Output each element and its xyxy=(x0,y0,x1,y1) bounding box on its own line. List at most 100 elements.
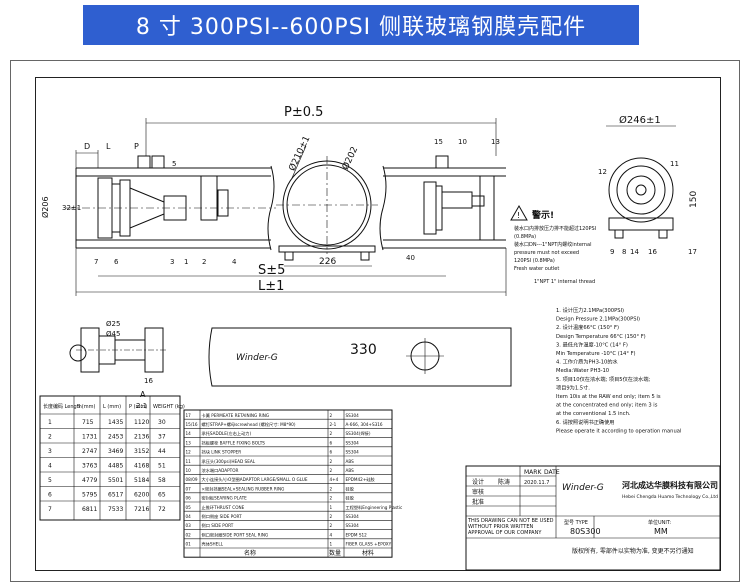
spec-line: Please operate it according to operation… xyxy=(556,428,681,434)
dim-table-cell: 58 xyxy=(158,477,166,484)
parts-cell: SS304 xyxy=(346,514,360,519)
parts-cell: 13 xyxy=(186,440,192,445)
callout-7: 7 xyxy=(94,258,98,266)
spec-line: Media:Water PH3-10 xyxy=(556,368,609,374)
dim-table-cell: 6 xyxy=(48,492,52,499)
dim-dia210: Ø210±1 xyxy=(287,134,313,173)
dim-table-header: S (mm) xyxy=(77,404,95,410)
drawing-notice: THIS DRAWING CAN NOT BE USED WITHOUT PRI… xyxy=(468,518,554,536)
dim-150: 150 xyxy=(689,191,699,208)
dim-table-cell: 65 xyxy=(158,492,166,499)
detail-scale: 2:1 xyxy=(136,402,147,410)
parts-cell: 密封板SEARING PLATE xyxy=(202,495,248,502)
parts-cell: 03 xyxy=(186,523,192,528)
parts-cell: 止推环THRUST CONE xyxy=(202,504,245,511)
parts-footer-name: 名称 xyxy=(244,549,256,557)
spec-line: Design Pressure 2.1MPa(300PSI) xyxy=(556,317,640,323)
dim-table-cell: 5 xyxy=(48,477,52,484)
parts-cell: 大小连接头/小O型圈ADAPTOR LARGE/SMALL O GLUE xyxy=(202,476,308,483)
dim-table-cell: 5184 xyxy=(134,477,149,484)
dim-dia25: Ø25 xyxy=(106,320,120,328)
parts-cell: 挡块 LINK STOPPER xyxy=(202,449,242,456)
parts-cell: 壳体SHELL xyxy=(202,541,224,548)
parts-cell: 4+4 xyxy=(330,477,339,482)
designer-date: 2020.11.7 xyxy=(524,480,549,486)
spec-line: 2. 设计温度66°C (150° F) xyxy=(556,323,619,331)
parts-cell: SS304 xyxy=(346,523,360,528)
parts-cell: SS304 xyxy=(346,440,360,445)
callout-9: 9 xyxy=(610,248,614,256)
callout-11: 11 xyxy=(670,160,679,168)
check-label: 审核 xyxy=(472,488,484,496)
model-value: 80S300 xyxy=(570,527,601,536)
parts-cell: 2-1 xyxy=(330,422,337,427)
spec-line: at the concentrated end only; item 3 is xyxy=(556,403,658,409)
parts-cell: ×密封挡圈SEAL×SEALING RUBBER RING xyxy=(202,485,285,492)
parts-cell: 08/09 xyxy=(186,477,198,482)
dim-l-label: L xyxy=(106,142,111,151)
callout-4: 4 xyxy=(232,258,237,266)
parts-cell: 14 xyxy=(186,431,192,436)
parts-cell: 15/16 xyxy=(186,422,198,427)
warning-title: 警示! xyxy=(532,209,554,221)
parts-cell: 1 xyxy=(330,542,333,547)
dim-p-label: P xyxy=(134,142,139,151)
parts-cell: 12 xyxy=(186,450,192,455)
model-label: 型号 TYPE xyxy=(564,519,588,526)
parts-cell: ABS xyxy=(346,468,355,473)
spec-line: Item 10is at the RAW end only; item 5 is xyxy=(556,394,661,400)
parts-cell: 螺钉STRAP+螺母screwhead (螺栓尺寸: M8*90) xyxy=(202,421,296,428)
dim-dia45: Ø45 xyxy=(106,330,120,338)
parts-cell: 挡板螺栓 BAFFLE FIXING BOLTS xyxy=(202,439,266,446)
spec-line: 项目9为1.5寸. xyxy=(556,383,590,391)
parts-cell: 1 xyxy=(330,505,333,510)
parts-cell: 10 xyxy=(186,468,192,473)
detail-a: Ø25 Ø45 16 A 2:1 xyxy=(69,320,168,410)
dim-dia202: Ø202 xyxy=(340,145,360,172)
title-brand: Winder-G xyxy=(562,483,604,493)
spec-line: 6. 请按照说明书正确使用 xyxy=(556,418,614,426)
parts-cell: 工程塑料Engineering Plastic xyxy=(346,504,403,511)
warning-line4: pressure must not exceed xyxy=(514,250,579,256)
parts-cell: EPDM42+硅胶 xyxy=(346,476,375,483)
parts-footer-qty: 数量 xyxy=(329,549,341,557)
parts-cell: ABS xyxy=(346,459,355,464)
warning-line7: 1"NPT 1" internal thread xyxy=(534,279,595,285)
parts-cell: 2 xyxy=(330,468,333,473)
approve-label: 批准 xyxy=(472,498,484,506)
warning-line2: (0.8MPa) xyxy=(514,234,536,240)
parts-cell: 侧口侧座 SIDE PORT xyxy=(202,513,243,520)
callout-8: 8 xyxy=(622,248,626,256)
dim-table-cell: 2136 xyxy=(134,434,149,441)
dim-l: L±1 xyxy=(258,279,284,294)
dim-d-label: D xyxy=(84,142,90,151)
dim-table-header: 长度编码 Length xyxy=(43,403,82,410)
dim-32: 32±1 xyxy=(62,204,81,212)
title-col-mark: MARK xyxy=(524,469,542,476)
dim-dia246: Ø246±1 xyxy=(619,114,661,126)
dim-table-cell: 2747 xyxy=(82,448,97,455)
designer-name: 陈涛 xyxy=(498,478,510,486)
footer-note: 版权所有, 零部件以实物为准, 变更不另行通知 xyxy=(572,547,694,555)
parts-cell: SS304 xyxy=(346,450,360,455)
parts-cell: 01 xyxy=(186,542,192,547)
dim-table-header: L (mm) xyxy=(103,404,121,410)
parts-cell: 2 xyxy=(330,431,333,436)
unit-label: 单位UNIT: xyxy=(648,519,671,526)
parts-cell: 硅胶 xyxy=(346,495,354,502)
dim-table-cell: 1435 xyxy=(108,419,123,426)
dim-table-cell: 2453 xyxy=(108,434,123,441)
parts-cell: 6 xyxy=(330,440,333,445)
dim-table-cell: 2 xyxy=(48,434,52,441)
spec-line: Design Temperature 66°C (150° F) xyxy=(556,334,646,340)
parts-cell: 05 xyxy=(186,505,192,510)
page-title-banner: 8 寸 300PSI--600PSI 侧联玻璃钢膜壳配件 xyxy=(83,5,639,45)
parts-cell: 承托SADDLE(左右上动力) xyxy=(202,430,252,437)
fitting-brand: Winder-G xyxy=(236,353,278,363)
parts-cell: 2 xyxy=(330,496,333,501)
parts-cell: EPDM S12 xyxy=(346,532,368,537)
dim-226: 226 xyxy=(319,257,336,267)
spec-line: at the conventional 1.5 inch. xyxy=(556,411,631,417)
callout-2: 2 xyxy=(202,258,206,266)
